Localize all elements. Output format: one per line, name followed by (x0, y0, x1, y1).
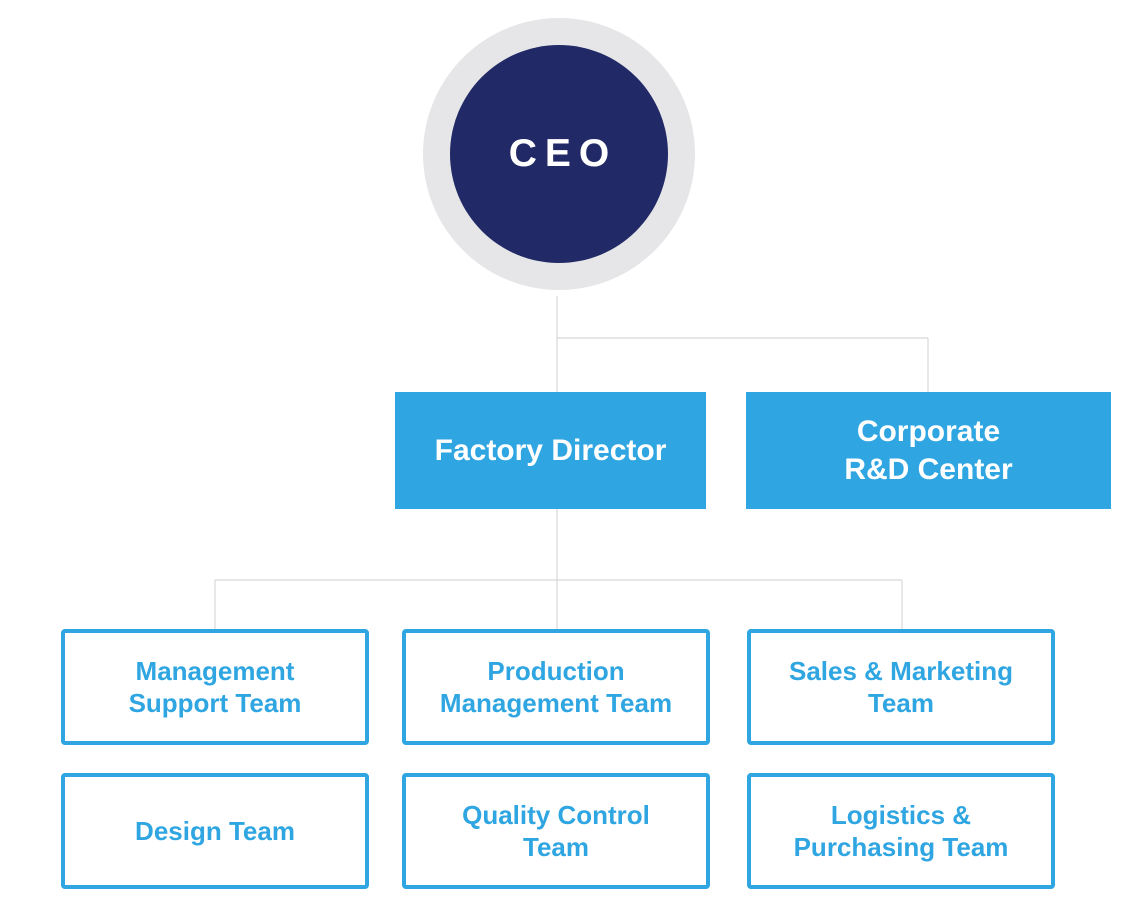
design-team-label: Design Team (135, 816, 295, 846)
ceo-node: CEO (450, 45, 668, 263)
corporate-rd-center-node: Corporate R&D Center (746, 392, 1111, 509)
sales-marketing-team-label-line2: Team (867, 688, 934, 718)
production-management-team-node: Production Management Team (402, 629, 710, 745)
sales-marketing-team-node: Sales & Marketing Team (747, 629, 1055, 745)
production-management-team-label-line1: Production (487, 656, 625, 686)
factory-director-label: Factory Director (434, 433, 667, 467)
management-support-team-label-line1: Management (135, 656, 295, 686)
quality-control-team-label-line1: Quality Control (462, 800, 650, 830)
management-support-team-label-line2: Support Team (128, 688, 302, 718)
ceo-label: CEO (508, 132, 618, 175)
corporate-rd-center-label-line2: R&D Center (844, 452, 1013, 486)
factory-director-node: Factory Director (395, 392, 706, 509)
design-team-node: Design Team (61, 773, 369, 889)
management-support-team-node: Management Support Team (61, 629, 369, 745)
logistics-purchasing-team-node: Logistics & Purchasing Team (747, 773, 1055, 889)
quality-control-team-label-line2: Team (523, 832, 589, 862)
quality-control-team-node: Quality Control Team (402, 773, 710, 889)
logistics-purchasing-team-label-line2: Purchasing Team (793, 832, 1009, 862)
corporate-rd-center-label-line1: Corporate (856, 414, 1001, 448)
logistics-purchasing-team-label-line1: Logistics & (830, 800, 972, 830)
sales-marketing-team-label-line1: Sales & Marketing (789, 656, 1013, 686)
production-management-team-label-line2: Management Team (439, 688, 673, 718)
